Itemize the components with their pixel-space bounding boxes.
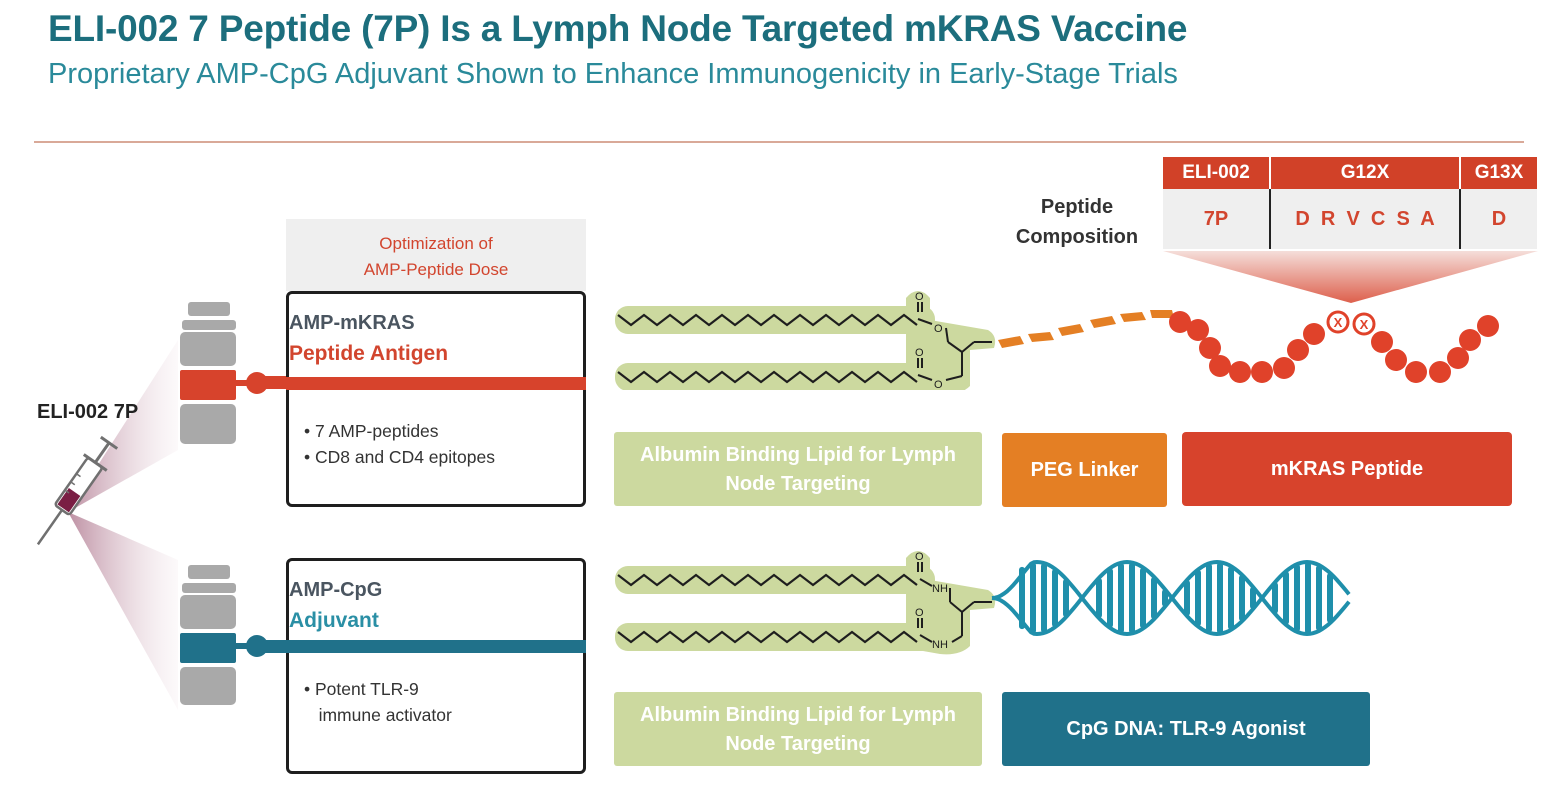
adjuvant-subname: Adjuvant: [289, 609, 379, 632]
dna-base-pair: [1272, 582, 1278, 614]
fan-bottom: [68, 512, 178, 710]
lipid-label-2: Albumin Binding Lipid for Lymph Node Tar…: [614, 692, 982, 766]
dna-base-pair: [1184, 580, 1190, 616]
atom-o-5: O: [915, 551, 924, 563]
antigen-bullet-2: • CD8 and CD4 epitopes: [304, 447, 495, 467]
lipid-tail-1: [617, 313, 918, 327]
dna-base-pair: [1107, 568, 1113, 628]
table-header-g13x: G13X: [1461, 157, 1537, 189]
dna-base-pair: [1228, 566, 1234, 630]
mkras-peptide-beads: [1169, 311, 1499, 383]
dna-base-pair: [1316, 565, 1322, 631]
optimization-line2: AMP-Peptide Dose: [363, 260, 509, 279]
dna-base-pair: [1206, 563, 1212, 633]
antigen-subname: Peptide Antigen: [289, 342, 449, 365]
atom-nh-1: NH: [932, 583, 948, 595]
table-cell-g12x: D R V C S A: [1271, 189, 1459, 249]
adjuvant-box: AMP-CpG Adjuvant • Potent TLR-9 immune a…: [286, 558, 586, 774]
antigen-bar: [286, 377, 586, 390]
mutation-site-2: X: [1352, 312, 1376, 336]
adjuvant-bullet-2: immune activator: [318, 705, 452, 725]
table-cell-g13x: D: [1461, 189, 1537, 249]
table-header-g12x: G12X: [1271, 157, 1459, 189]
mutation-site-1: X: [1326, 310, 1350, 334]
antigen-bullet-1: • 7 AMP-peptides: [304, 421, 439, 441]
lipid-tail-2-halo: [615, 363, 935, 390]
dna-base-pair: [1283, 571, 1289, 625]
vial-antigen-icon: [180, 302, 236, 444]
dna-base-pair: [1305, 562, 1311, 634]
vial-syringe-graphic: [36, 302, 290, 710]
dna-base-pair: [1140, 567, 1146, 629]
antigen-box: AMP-mKRAS Peptide Antigen • 7 AMP-peptid…: [286, 291, 586, 507]
dna-base-pair: [1118, 562, 1124, 634]
table-divider-1: [1269, 189, 1271, 249]
svg-text:X: X: [1334, 315, 1343, 330]
dna-strand-2: [991, 559, 1351, 637]
table-divider-2: [1459, 189, 1461, 249]
cpg-dna-label: CpG DNA: TLR-9 Agonist: [1002, 692, 1370, 766]
dna-base-pair: [1019, 566, 1025, 630]
lipid-tail-2: [617, 370, 918, 384]
atom-nh-2: NH: [932, 639, 948, 651]
optimization-note: Optimization of AMP-Peptide Dose: [286, 219, 586, 291]
atom-o-2: O: [934, 323, 943, 335]
atom-o-6: O: [915, 607, 924, 619]
lipid-tail-4-halo: [615, 623, 935, 651]
page-title: ELI-002 7 Peptide (7P) Is a Lymph Node T…: [48, 8, 1188, 49]
dna-base-pair: [1030, 562, 1036, 634]
peptide-composition-label: Peptide Composition: [1015, 196, 1139, 248]
table-cell-7p: 7P: [1163, 189, 1269, 249]
lipid-tail-4: [617, 630, 918, 644]
dna-base-pair: [1217, 562, 1223, 634]
amp-cpg-molecule: O NH O NH: [615, 551, 1351, 655]
adjuvant-bullets: • Potent TLR-9 immune activator: [304, 676, 452, 728]
header-divider: [34, 141, 1524, 143]
peg-linker-label: PEG Linker: [1002, 433, 1167, 507]
dna-base-pair: [1096, 577, 1102, 619]
dna-strand-1: [991, 559, 1351, 637]
lipid-tail-3-halo: [615, 566, 935, 594]
dna-base-pair: [1063, 578, 1069, 618]
dna-base-pair: [1195, 569, 1201, 627]
adjuvant-name: AMP-CpG: [289, 579, 383, 601]
amp-peptide-molecule: O O O O X X: [615, 291, 1499, 390]
lipid-tail-3: [617, 573, 918, 587]
lipid-tail-1-halo: [615, 306, 935, 334]
dna-base-pair: [1129, 562, 1135, 634]
dna-base-pair: [1052, 568, 1058, 628]
adjuvant-bar: [286, 640, 586, 653]
syringe-icon: [36, 435, 119, 546]
page-subtitle: Proprietary AMP-CpG Adjuvant Shown to En…: [48, 58, 1178, 90]
svg-text:X: X: [1360, 317, 1369, 332]
cpg-dna-helix: [991, 559, 1351, 637]
table-header-eli002: ELI-002: [1163, 157, 1269, 189]
mkras-peptide-label: mKRAS Peptide: [1182, 432, 1512, 506]
atom-o-3: O: [915, 347, 924, 359]
dna-base-pair: [1250, 586, 1256, 610]
dna-base-pair: [1239, 574, 1245, 622]
dna-base-pair: [1327, 572, 1333, 624]
adjuvant-bullet-1: • Potent TLR-9: [304, 679, 419, 699]
dna-base-pair: [1041, 563, 1047, 633]
vial-adjuvant-icon: [180, 565, 236, 705]
dna-base-pair: [1151, 576, 1157, 620]
antigen-bullets: • 7 AMP-peptides • CD8 and CD4 epitopes: [304, 418, 495, 470]
product-label: ELI-002 7P: [37, 401, 139, 423]
atom-o-4: O: [934, 379, 943, 390]
antigen-name: AMP-mKRAS: [289, 312, 415, 334]
atom-o-1: O: [915, 291, 924, 303]
composition-callout-wedge: [1163, 251, 1538, 303]
dna-base-pair: [1294, 564, 1300, 632]
lipid-label-1: Albumin Binding Lipid for Lymph Node Tar…: [614, 432, 982, 506]
peg-linker-segments: [998, 310, 1174, 348]
optimization-line1: Optimization of: [379, 234, 493, 253]
